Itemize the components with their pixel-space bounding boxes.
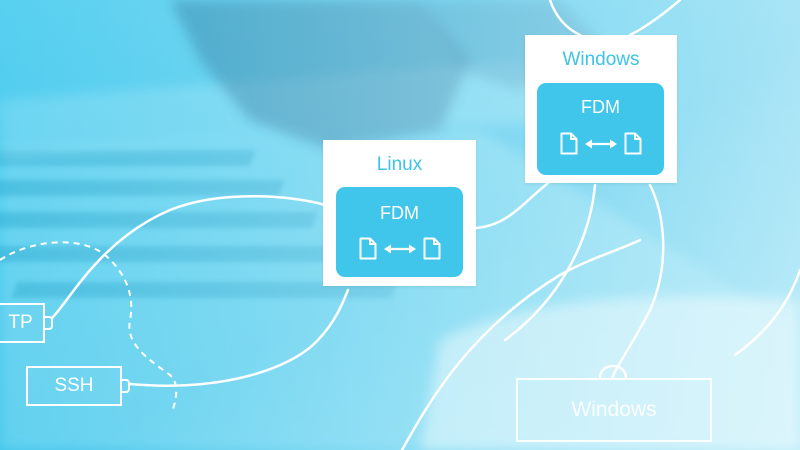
dashed-connection [0,241,178,413]
protocol-label: TP [8,312,33,333]
protocol-tag-tp[interactable]: TP [0,303,45,343]
line-windows-branch-down [503,183,597,342]
linux-fdm-label: FDM [380,203,419,223]
linux-label: Linux [376,154,423,175]
line-bottom [400,238,642,450]
protocol-tag-ssh[interactable]: SSH [26,366,122,406]
line-tp-to-linux [50,195,327,320]
windows-bottom-label: Windows [571,398,657,421]
line-linux-to-windows [474,178,554,230]
windows-fdm-label: FDM [581,97,620,117]
file-icon [624,132,641,155]
line-right-edge [733,268,800,357]
protocol-tag-ssh-nub [121,379,130,393]
linux-fdm-box: FDM [336,187,463,277]
windows-fdm-box: FDM [537,83,664,175]
line-top-arc-left [548,0,582,37]
line-windows-branch-right [610,183,665,380]
double-arrow-icon [383,244,416,253]
linux-node[interactable]: Linux FDM [323,140,476,286]
protocol-label: SSH [54,375,94,396]
line-bottom-loop [598,364,628,380]
file-sync-icon [336,237,463,260]
protocol-tag-tp-nub [44,316,53,330]
windows-bottom-node[interactable]: Windows [516,378,712,442]
line-top-arc-right [628,0,682,37]
double-arrow-icon [584,139,617,148]
windows-label: Windows [562,49,640,70]
file-icon [423,237,440,260]
file-icon [560,132,577,155]
line-ssh-to-linux [128,288,350,387]
file-icon [359,237,376,260]
windows-node[interactable]: Windows FDM [525,35,677,183]
file-sync-icon [537,132,664,155]
